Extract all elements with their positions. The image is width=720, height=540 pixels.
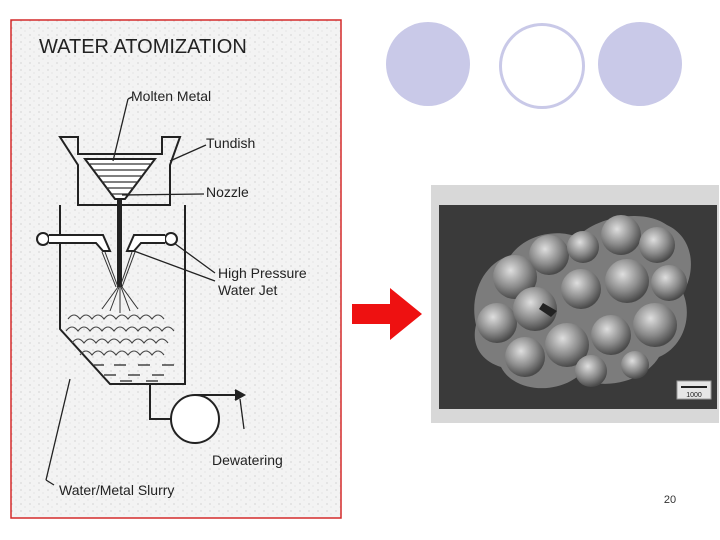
label-jet-line2: Water Jet: [218, 282, 277, 298]
label-tundish: Tundish: [206, 135, 255, 151]
slide-number: 20: [650, 494, 690, 506]
right-arrow-icon: [350, 284, 426, 344]
powder-particle-micrograph: 1000: [431, 185, 719, 423]
decor-circle-middle: [499, 23, 585, 109]
decor-circle-right: [598, 22, 682, 106]
diagram-title: WATER ATOMIZATION: [39, 36, 247, 58]
scale-bar-label: 1000: [686, 392, 702, 399]
metal-stream: [117, 199, 122, 287]
label-jet-line1: High Pressure: [218, 265, 307, 281]
scale-bar: 1000: [677, 381, 711, 399]
label-nozzle: Nozzle: [206, 184, 249, 200]
label-slurry: Water/Metal Slurry: [59, 482, 174, 498]
decor-circle-left: [386, 22, 470, 106]
label-dewatering: Dewatering: [212, 452, 283, 468]
water-atomization-diagram: WATER ATOMIZATION: [10, 19, 342, 519]
label-molten-metal: Molten Metal: [131, 88, 211, 104]
